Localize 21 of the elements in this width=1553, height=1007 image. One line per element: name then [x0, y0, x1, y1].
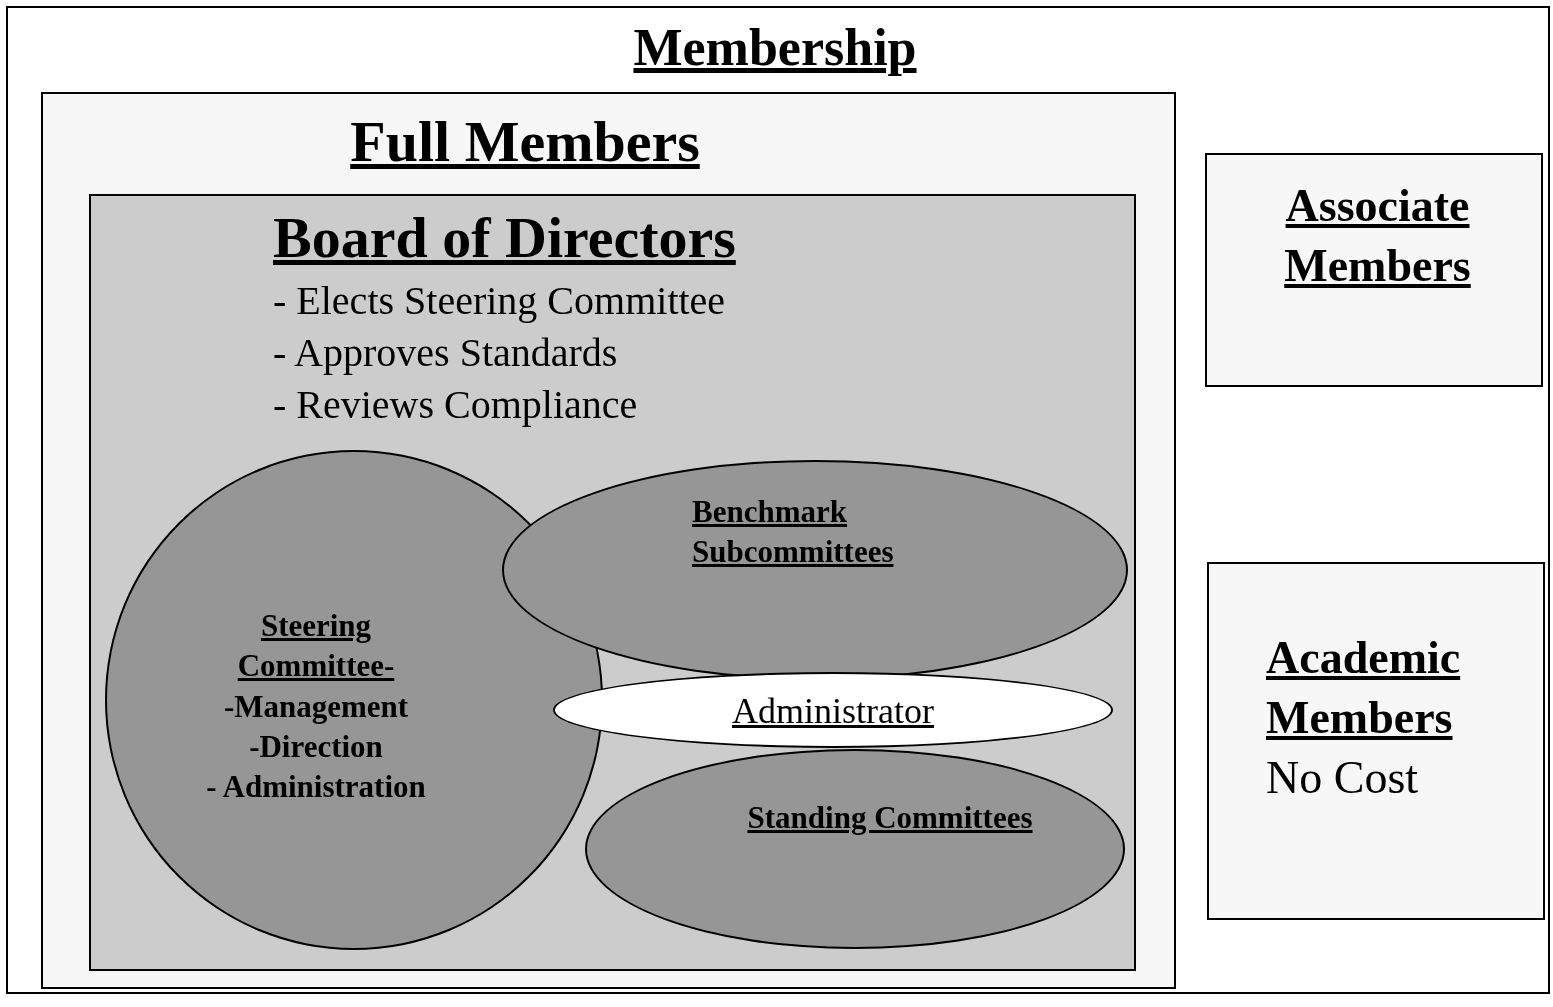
list-item: - Reviews Compliance [273, 382, 638, 428]
group-box [1205, 153, 1543, 387]
list-item: -Direction [249, 728, 383, 764]
list-item: - Administration [206, 769, 426, 805]
box-text: No Cost [1266, 751, 1419, 803]
group-box [41, 92, 1176, 989]
ellipse-heading: Standing Committees [747, 800, 1033, 835]
group-box [1207, 562, 1545, 920]
box-heading: Associate Members [1284, 180, 1471, 291]
list-item: - Elects Steering Committee [273, 278, 726, 324]
group-box [6, 6, 1550, 994]
list-item: -Management [223, 688, 409, 724]
group-heading: Full Members [350, 109, 700, 174]
ellipse-heading: Benchmark Subcommittees [692, 494, 894, 570]
ellipse-heading: Steering Committee- [237, 608, 395, 684]
title-heading: Membership [633, 19, 917, 76]
box-heading: Academic Members [1266, 632, 1461, 743]
ellipse-label: Administrator [732, 691, 934, 731]
list-item: - Approves Standards [273, 330, 618, 376]
group-heading: Board of Directors [273, 205, 736, 270]
group-box [89, 194, 1136, 971]
